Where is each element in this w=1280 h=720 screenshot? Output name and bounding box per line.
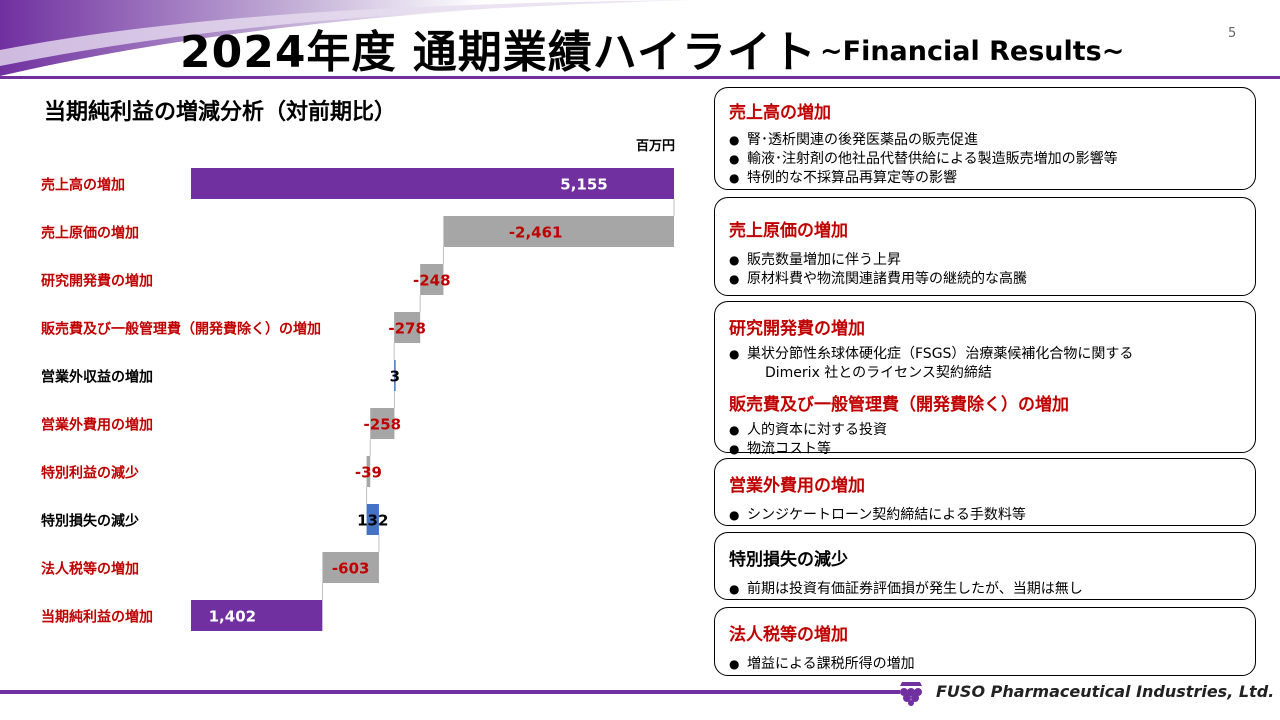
company-logo-icon xyxy=(900,682,922,706)
category-label: 特別損失の減少 xyxy=(41,513,139,530)
waterfall-bar xyxy=(322,552,379,583)
data-label: -2,461 xyxy=(509,224,563,242)
data-label: 132 xyxy=(357,512,388,530)
category-label: 当期純利益の増加 xyxy=(41,609,153,626)
waterfall-bar xyxy=(394,360,396,391)
list-item: 腎･透析関連の後発医薬品の販売促進 xyxy=(729,131,1255,150)
page-number: 5 xyxy=(1228,26,1237,41)
panel-tax: 法人税等の増加 増益による課税所得の増加 xyxy=(714,607,1256,676)
data-label: -39 xyxy=(355,464,382,482)
header-decoration xyxy=(0,0,690,76)
category-label: 営業外収益の増加 xyxy=(41,369,153,386)
list-item: 特例的な不採算品再算定等の影響 xyxy=(729,169,1255,188)
chart-subtitle: 当期純利益の増減分析（対前期比） xyxy=(44,100,397,125)
company-name: FUSO Pharmaceutical Industries, Ltd. xyxy=(936,682,1275,701)
panel-title: 法人税等の増加 xyxy=(729,625,848,645)
data-label: -278 xyxy=(388,320,426,338)
panel-nonop-expense: 営業外費用の増加 シンジケートローン契約締結による手数料等 xyxy=(714,458,1256,526)
list-item: シンジケートローン契約締結による手数料等 xyxy=(729,506,1255,525)
list-item: 前期は投資有価証券評価損が発生したが、当期は無し xyxy=(729,580,1255,599)
waterfall-bar xyxy=(366,456,371,487)
panel-subtitle: 販売費及び一般管理費（開発費除く）の増加 xyxy=(729,395,1069,415)
header-divider xyxy=(0,76,1280,79)
waterfall-bar xyxy=(191,600,323,631)
panel-sales: 売上高の増加 腎･透析関連の後発医薬品の販売促進 輸液･注射剤の他社品代替供給に… xyxy=(714,87,1256,190)
data-label: 3 xyxy=(390,368,400,386)
list-item: 原材料費や物流関連諸費用等の継続的な高騰 xyxy=(729,270,1255,289)
page-title-en: ~Financial Results~ xyxy=(820,36,1125,67)
list-item: 巣状分節性糸球体硬化症（FSGS）治療薬候補化合物に関する xyxy=(729,345,1255,364)
data-label: 1,402 xyxy=(209,608,256,626)
page-title: 2024年度 通期業績ハイライト xyxy=(180,27,817,78)
list-item: 物流コスト等 xyxy=(729,440,1255,459)
panel-title: 特別損失の減少 xyxy=(729,550,848,570)
panel-title: 営業外費用の増加 xyxy=(729,476,865,496)
footer-divider xyxy=(0,690,900,694)
panel-rnd-sga: 研究開発費の増加 巣状分節性糸球体硬化症（FSGS）治療薬候補化合物に関する D… xyxy=(714,301,1256,459)
waterfall-bar xyxy=(370,408,395,439)
panel-title: 売上原価の増加 xyxy=(729,221,848,241)
waterfall-bar xyxy=(191,168,674,199)
list-item: 販売数量増加に伴う上昇 xyxy=(729,251,1255,270)
list-item: 人的資本に対する投資 xyxy=(729,421,1255,440)
panel-extraordinary-loss: 特別損失の減少 前期は投資有価証券評価損が発生したが、当期は無し xyxy=(714,532,1256,600)
waterfall-chart: 売上高の増加 5,155 売上原価の増加 -2,461 研究開発費の増加 -248 販売費及… xyxy=(41,168,675,631)
category-label: 法人税等の増加 xyxy=(41,561,139,578)
chart-unit: 百万円 xyxy=(636,139,676,154)
category-label: 売上高の増加 xyxy=(41,177,125,194)
waterfall-bar xyxy=(443,216,674,247)
list-item-continuation: Dimerix 社とのライセンス契約締結 xyxy=(765,365,992,381)
panel-cogs: 売上原価の増加 販売数量増加に伴う上昇 原材料費や物流関連諸費用等の継続的な高騰 xyxy=(714,197,1256,296)
panel-title: 研究開発費の増加 xyxy=(729,319,865,339)
data-label: 5,155 xyxy=(560,176,607,194)
category-label: 特別利益の減少 xyxy=(41,465,139,482)
data-label: -248 xyxy=(413,272,451,290)
category-label: 研究開発費の増加 xyxy=(41,273,153,290)
list-item: 増益による課税所得の増加 xyxy=(729,655,1255,674)
category-label: 売上原価の増加 xyxy=(41,225,139,242)
waterfall-bar xyxy=(394,312,421,343)
category-label: 営業外費用の増加 xyxy=(41,417,153,434)
category-label: 販売費及び一般管理費（開発費除く）の増加 xyxy=(41,321,321,338)
waterfall-bar xyxy=(420,264,444,295)
panel-title: 売上高の増加 xyxy=(729,103,831,123)
list-item: 輸液･注射剤の他社品代替供給による製造販売増加の影響等 xyxy=(729,150,1255,169)
waterfall-bar xyxy=(366,504,379,535)
data-label: -603 xyxy=(332,560,370,578)
data-label: -258 xyxy=(364,416,402,434)
